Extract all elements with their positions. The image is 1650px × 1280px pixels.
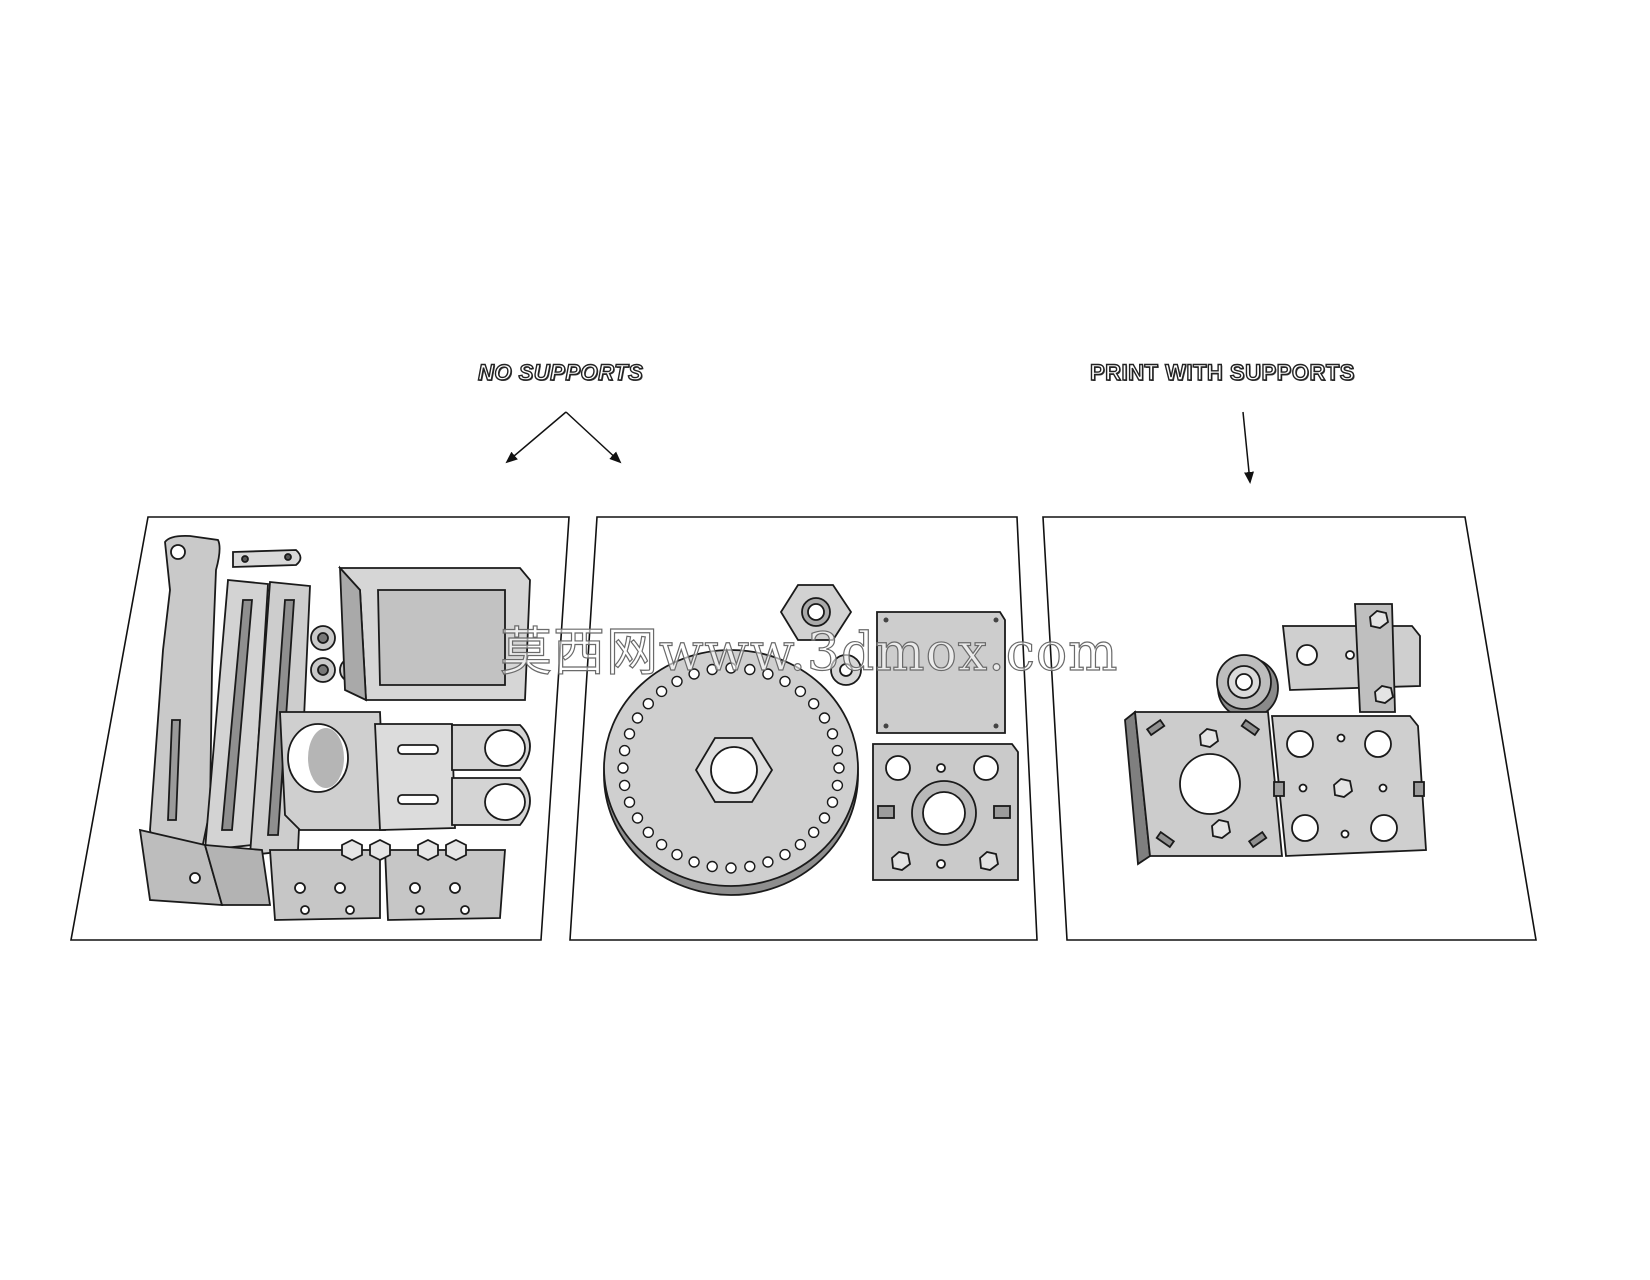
gear-bolt-hole <box>779 848 791 861</box>
carriage-block-part <box>269 849 381 921</box>
tensioner-hole <box>1345 650 1355 660</box>
perforated-plate-nut <box>1333 778 1353 798</box>
spacer-hole <box>317 664 329 676</box>
gear-bolt-hole <box>794 685 807 698</box>
no-supports-label: NO SUPPORTS <box>477 359 644 385</box>
gear-bolt-hole <box>725 662 737 674</box>
u-channel-inner <box>377 589 506 686</box>
tensioner-nut <box>1374 685 1395 704</box>
square-plate-part <box>876 611 1006 734</box>
motor-mount-holes <box>885 755 999 869</box>
gear-bolt-hole <box>762 668 774 680</box>
gear-bolt-hole <box>642 698 654 710</box>
carriage-block-part <box>384 849 506 921</box>
perforated-plate-holes <box>1286 730 1398 842</box>
no-supports-arrows <box>505 411 622 464</box>
tensioner-post-part <box>1354 603 1396 713</box>
gear-bolt-hole <box>671 675 683 688</box>
gear-center-hole <box>710 746 758 794</box>
arrow-icon <box>1242 411 1254 484</box>
slot-bracket-part <box>374 723 456 831</box>
tensioner-nut <box>1369 610 1390 629</box>
gear-bolt-hole <box>631 712 644 724</box>
gear-bolt-hole <box>617 762 629 774</box>
clamp-hole <box>484 729 526 767</box>
motor-mount-tabs <box>877 805 1011 819</box>
tensioner-hole <box>1296 644 1318 666</box>
gear-bolt-hole <box>744 860 756 873</box>
foot-hole <box>189 872 201 884</box>
gear-bolt-hole <box>725 862 737 874</box>
print-with-supports-label: PRINT WITH SUPPORTS <box>1089 359 1355 385</box>
gear-bolt-hole <box>655 685 668 698</box>
spacer-hole <box>317 632 329 644</box>
gear-bolt-hole <box>826 796 839 808</box>
tilted-plate-slots <box>1145 718 1268 849</box>
slotted-arm-slot <box>221 599 253 831</box>
watermark-text: 莫西网www.3dmox.com <box>499 622 1119 683</box>
gear-bolt-hole <box>655 838 668 851</box>
gear-bolt-hole <box>808 826 820 838</box>
square-plate-holes <box>883 617 999 729</box>
gear-bolt-hole <box>818 712 831 724</box>
arrow-icon <box>505 411 567 464</box>
link-bar-hole <box>284 553 292 561</box>
bore-shade <box>308 728 344 788</box>
gear-bolt-hole <box>631 812 644 824</box>
link-bar-part <box>232 549 302 568</box>
parts-group-middle <box>603 584 1019 896</box>
motor-mount-bore <box>922 791 966 835</box>
slot-bracket-slot <box>397 794 439 805</box>
slot-bracket-slot <box>397 744 439 755</box>
gear-bolt-hole <box>794 838 807 851</box>
perforated-plate-tabs <box>1273 781 1425 797</box>
gear-bolt-hole <box>826 728 839 740</box>
gear-bolt-hole <box>831 744 844 757</box>
tilted-plate-nuts <box>1199 728 1231 839</box>
hook-arm-hole <box>170 544 186 560</box>
tilted-plate-bore <box>1179 753 1241 815</box>
carriage-holes <box>294 882 470 915</box>
parts-group-right <box>1124 603 1427 866</box>
gear-bolt-hole <box>623 728 636 740</box>
washer-hole <box>839 663 853 677</box>
clamp-hole <box>484 783 526 821</box>
roller-hole <box>1235 673 1253 691</box>
carriage-nuts <box>341 838 467 862</box>
gear-bolt-hole <box>642 826 654 838</box>
gear-bolt-hole <box>833 762 845 774</box>
u-channel-side <box>338 565 367 702</box>
hex-standoff-hole <box>807 603 825 621</box>
arm-foot-part <box>203 843 272 906</box>
gear-bolt-hole <box>831 779 844 792</box>
gear-bolt-hole <box>671 848 683 861</box>
gear-bolt-hole <box>706 860 718 873</box>
parts-group-left <box>138 534 531 921</box>
gear-bolt-hole <box>818 812 831 824</box>
motor-mount-nuts <box>891 851 999 871</box>
gear-bolt-hole <box>744 663 756 676</box>
gear-bolt-hole <box>618 744 631 757</box>
gear-bolt-hole <box>623 796 636 808</box>
gear-bolt-hole <box>618 779 631 792</box>
hook-arm-slot <box>167 719 181 821</box>
gear-bolt-hole <box>688 668 700 680</box>
gear-bolt-hole <box>688 856 700 868</box>
gear-bolt-holes <box>617 662 845 874</box>
gear-bolt-hole <box>706 663 718 676</box>
gear-bolt-hole <box>762 856 774 868</box>
link-bar-hole <box>241 555 249 563</box>
arrow-icon <box>565 411 622 464</box>
gear-bolt-hole <box>808 698 820 710</box>
gear-bolt-hole <box>779 675 791 688</box>
